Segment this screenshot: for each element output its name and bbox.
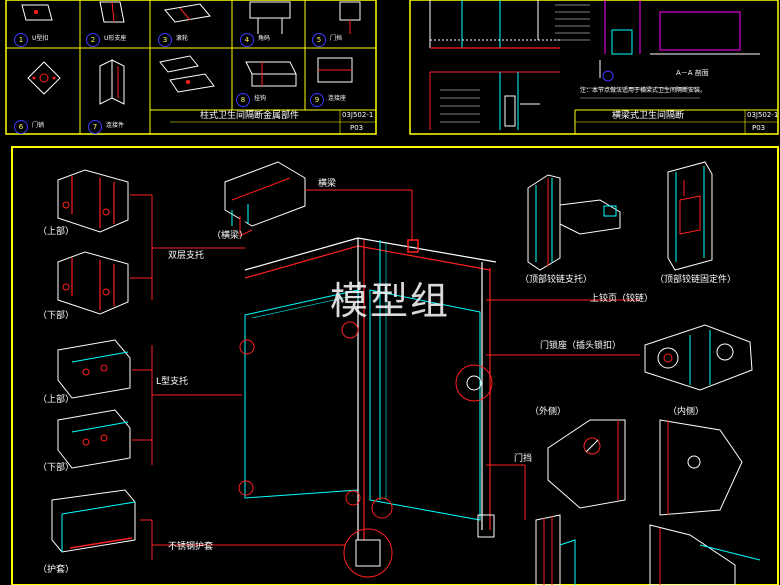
part-label-5: 门挡 [330,35,343,42]
label-top-hinge: （顶部铰链支托） [520,275,593,285]
item-number-2: 2 [86,33,100,47]
label-top-rail: 横梁 [318,179,337,189]
item-number-6: 6 [14,120,28,134]
label-upper-2: （上部） [38,395,75,405]
item-number-1: 1 [14,33,28,47]
item-number-3: 3 [158,33,172,47]
item-number-5: 5 [312,33,326,47]
part-label-3: 滚轮 [176,35,189,42]
part-label-7: 连接件 [106,122,125,129]
top-hinge-part [527,174,621,271]
part-label-6: 门销 [32,122,45,129]
part-label-9: 连接座 [328,95,347,102]
part-label-2: U形支座 [104,35,127,42]
rail-profile [224,161,306,237]
top-right-panel [409,0,779,135]
part-label-4: 角码 [258,35,271,42]
label-rail-profile: （横梁） [212,231,249,241]
label-hinge-support: 双层支托 [168,251,205,261]
label-outer: （外侧） [530,407,567,417]
item-number-4: 4 [240,33,254,47]
lower-clip-1 [57,251,129,315]
item-number-8: 8 [236,93,250,107]
label-double-support: L型支托 [156,377,189,387]
top-hinge-support-part [667,161,713,271]
bottom-right-parts [535,514,761,585]
item-number-7: 7 [88,120,102,134]
label-top-hinge-support: （顶部铰链固定件） [655,275,737,285]
label-lower-1: （下部） [38,311,75,321]
leader-lines [130,189,640,560]
top-right-page: P03 [752,124,766,132]
part-label-8: 挂钩 [254,95,267,102]
main-panel [11,146,779,585]
label-lower-2: （下部） [38,463,75,473]
cubicle-frame [238,237,497,578]
top-left-panel [5,0,377,135]
label-guard: 不锈钢护套 [168,542,214,552]
label-upper-hinge: 上铰页（铰链） [590,294,654,304]
upper-clip-1 [57,169,129,233]
label-door-stop: 门挡 [514,454,533,464]
top-right-title: 横梁式卫生间隔断 [612,111,685,121]
inner-side-part [659,419,743,516]
top-left-code: 03J502-1 [342,111,374,119]
section-label: A－A 剖面 [676,69,709,77]
door-lock-part [644,324,753,391]
part-label-1: U型扣 [32,35,49,42]
label-guard-view: （护套） [38,565,75,575]
outer-side-part [547,419,626,509]
upper-bracket-2 [57,339,131,399]
label-inner: （内侧） [668,407,705,417]
top-right-code: 03J502-1 [747,111,779,119]
watermark: 模型组 [330,279,451,323]
label-door-lock: 门锁座（插头锁扣） [540,341,622,351]
item-number-9: 9 [310,93,324,107]
top-right-note: 注：本节点做法适用于横梁式卫生间隔断安装。 [580,87,707,94]
top-left-page: P03 [350,124,364,132]
top-left-title: 柱式卫生间隔断金属部件 [200,111,300,121]
lower-bracket-2 [57,409,131,469]
guard-sleeve [51,489,136,553]
label-upper-1: （上部） [38,227,75,237]
